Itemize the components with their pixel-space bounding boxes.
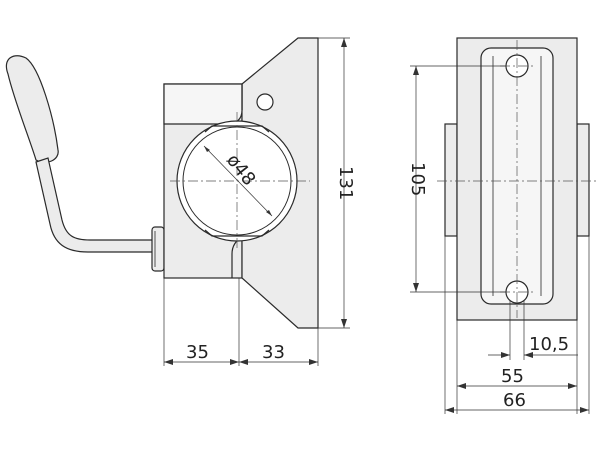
bolt-head: [151, 226, 165, 272]
dim-height-131: 131: [335, 166, 356, 200]
handle-bar: [35, 157, 157, 253]
handle-knob: [5, 55, 59, 163]
dim-width-35: 35: [186, 342, 209, 363]
dim-width-33: 33: [262, 342, 285, 363]
dim-width-66: 66: [503, 390, 526, 411]
dim-width-55: 55: [501, 366, 524, 387]
side-view: ø48 131 35 33: [5, 37, 356, 366]
dim-height-105: 105: [407, 162, 428, 196]
mounting-hole: [256, 93, 274, 111]
front-view: 105 10,5 55 66: [407, 37, 597, 414]
dim-spacing-10-5: 10,5: [529, 334, 569, 355]
